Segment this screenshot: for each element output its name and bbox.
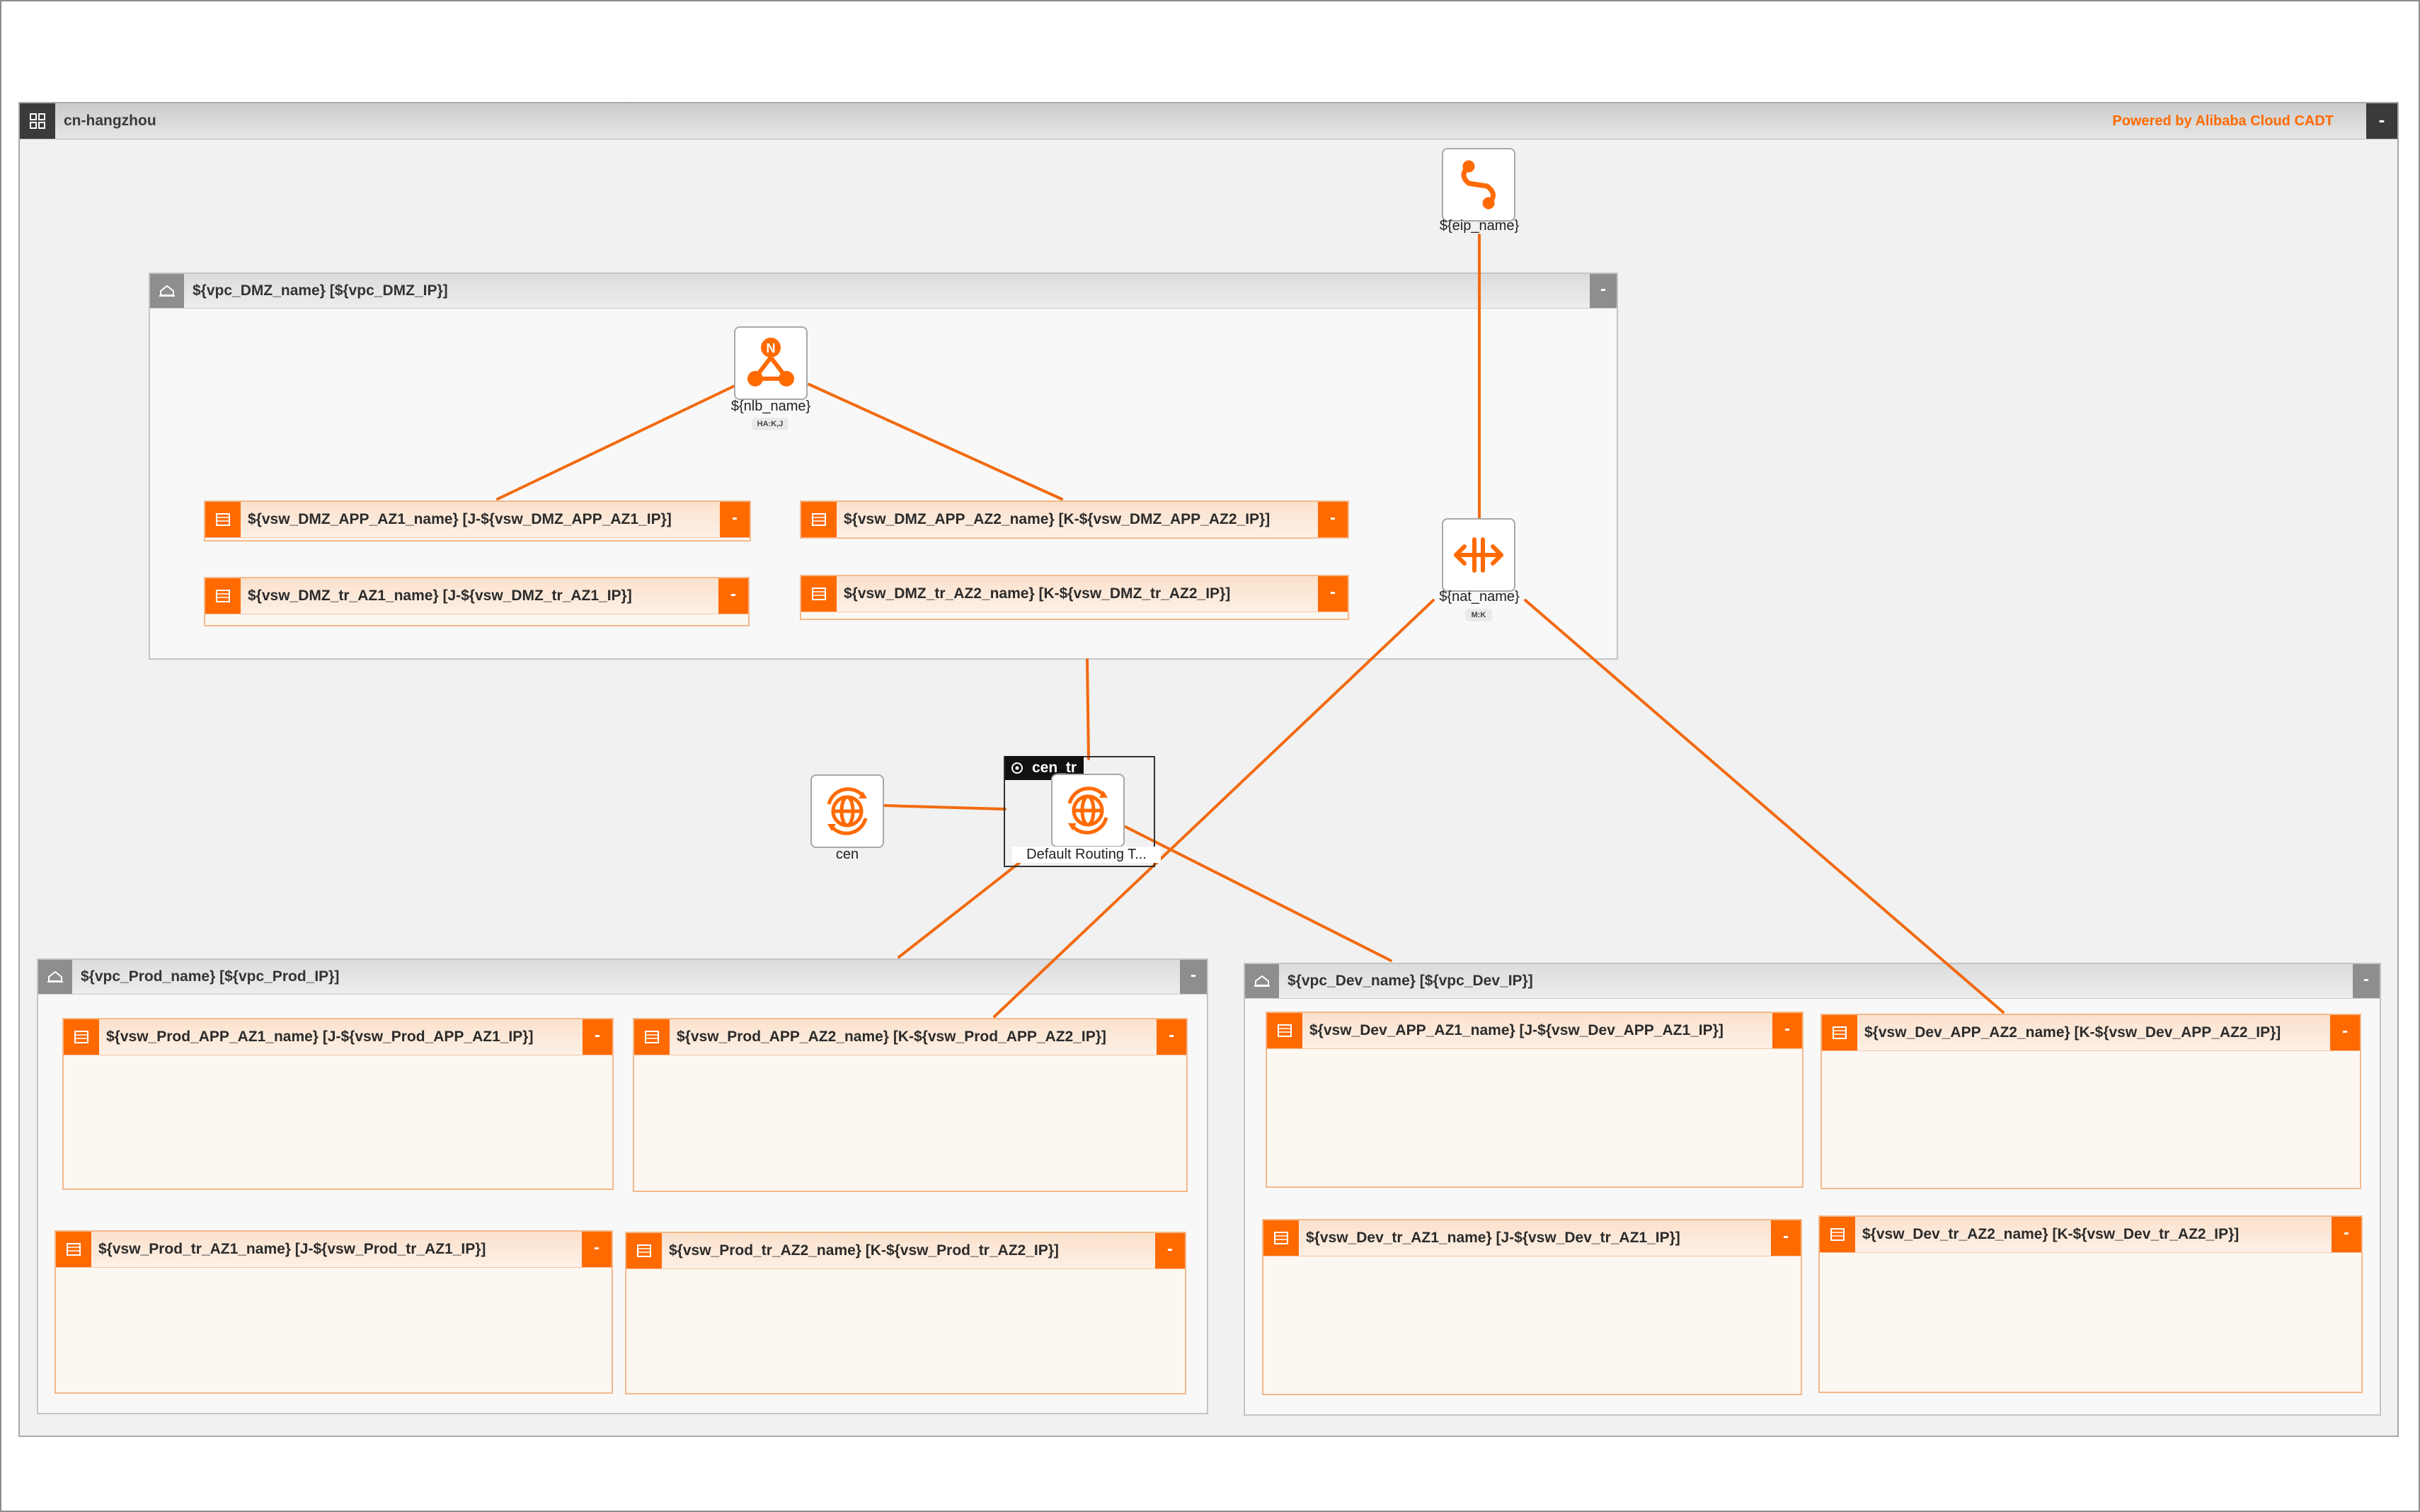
vsw-dmz-tr-az2[interactable]: ${vsw_DMZ_tr_AZ2_name} [K-${vsw_DMZ_tr_A… bbox=[800, 575, 1349, 620]
vsw-header: ${vsw_Dev_tr_AZ1_name} [J-${vsw_Dev_tr_A… bbox=[1263, 1220, 1801, 1256]
transit-router-icon bbox=[1011, 762, 1023, 774]
vsw-title: ${vsw_DMZ_APP_AZ1_name} [J-${vsw_DMZ_APP… bbox=[248, 511, 672, 527]
vsw-collapse-button[interactable]: - bbox=[1318, 502, 1348, 537]
vswitch-icon bbox=[1822, 1015, 1857, 1050]
vsw-header: ${vsw_Dev_tr_AZ2_name} [K-${vsw_Dev_tr_A… bbox=[1820, 1217, 2361, 1253]
vpc-prod-title: ${vpc_Prod_name} [${vpc_Prod_IP}] bbox=[81, 968, 340, 985]
cen-node[interactable] bbox=[810, 774, 884, 848]
vswitch-icon bbox=[205, 578, 241, 614]
vsw-prod-tr-az1[interactable]: ${vsw_Prod_tr_AZ1_name} [J-${vsw_Prod_tr… bbox=[55, 1230, 613, 1394]
vpc-dev-title: ${vpc_Dev_name} [${vpc_Dev_IP}] bbox=[1288, 973, 1533, 989]
vswitch-icon bbox=[634, 1019, 670, 1055]
route-table-node[interactable] bbox=[1051, 774, 1125, 847]
route-table-label: Default Routing T... bbox=[1012, 847, 1161, 863]
vsw-collapse-button[interactable]: - bbox=[2332, 1217, 2361, 1252]
vsw-header: ${vsw_Dev_APP_AZ1_name} [J-${vsw_Dev_APP… bbox=[1267, 1013, 1802, 1049]
vpc-dev-collapse-button[interactable]: - bbox=[2353, 964, 2380, 998]
vsw-header: ${vsw_Prod_APP_AZ2_name} [K-${vsw_Prod_A… bbox=[634, 1019, 1186, 1055]
vswitch-icon bbox=[1263, 1220, 1299, 1256]
cen-tr-title: cen_tr bbox=[1032, 760, 1077, 776]
vsw-collapse-button[interactable]: - bbox=[1155, 1233, 1185, 1268]
region-header: cn-hangzhou Powered by Alibaba Cloud CAD… bbox=[20, 103, 2397, 139]
nat-gateway-icon bbox=[1454, 537, 1503, 573]
vswitch-icon bbox=[626, 1233, 662, 1268]
vpc-dmz-title: ${vpc_DMZ_name} [${vpc_DMZ_IP}] bbox=[193, 282, 448, 299]
vsw-title: ${vsw_Prod_tr_AZ2_name} [K-${vsw_Prod_tr… bbox=[669, 1242, 1059, 1259]
cen-globe-icon bbox=[827, 787, 868, 835]
vswitch-icon bbox=[64, 1019, 99, 1055]
vsw-prod-tr-az2[interactable]: ${vsw_Prod_tr_AZ2_name} [K-${vsw_Prod_tr… bbox=[625, 1232, 1186, 1394]
vsw-header: ${vsw_DMZ_APP_AZ1_name} [J-${vsw_DMZ_APP… bbox=[205, 502, 750, 538]
vsw-title: ${vsw_DMZ_tr_AZ1_name} [J-${vsw_DMZ_tr_A… bbox=[248, 588, 632, 604]
nlb-node[interactable]: N bbox=[734, 326, 808, 400]
vsw-dmz-app-az2[interactable]: ${vsw_DMZ_APP_AZ2_name} [K-${vsw_DMZ_APP… bbox=[800, 500, 1349, 539]
vsw-title: ${vsw_Prod_tr_AZ1_name} [J-${vsw_Prod_tr… bbox=[98, 1241, 486, 1257]
powered-by-label: Powered by Alibaba Cloud CADT bbox=[2112, 113, 2334, 129]
vsw-title: ${vsw_DMZ_tr_AZ2_name} [K-${vsw_DMZ_tr_A… bbox=[844, 585, 1231, 602]
eip-label: ${eip_name} bbox=[1439, 218, 1520, 234]
vpc-dmz-collapse-button[interactable]: - bbox=[1590, 274, 1617, 308]
vsw-dmz-tr-az1[interactable]: ${vsw_DMZ_tr_AZ1_name} [J-${vsw_DMZ_tr_A… bbox=[204, 577, 750, 626]
vsw-dev-tr-az2[interactable]: ${vsw_Dev_tr_AZ2_name} [K-${vsw_Dev_tr_A… bbox=[1818, 1215, 2363, 1393]
vsw-header: ${vsw_DMZ_APP_AZ2_name} [K-${vsw_DMZ_APP… bbox=[801, 502, 1348, 538]
vpc-cloud-icon bbox=[150, 274, 184, 308]
region-grid-icon bbox=[20, 103, 55, 139]
vsw-title: ${vsw_Dev_tr_AZ2_name} [K-${vsw_Dev_tr_A… bbox=[1862, 1226, 2240, 1242]
vsw-collapse-button[interactable]: - bbox=[582, 1232, 612, 1267]
vsw-collapse-button[interactable]: - bbox=[720, 502, 750, 537]
vsw-title: ${vsw_Dev_APP_AZ1_name} [J-${vsw_Dev_APP… bbox=[1309, 1022, 1724, 1038]
vsw-title: ${vsw_Prod_APP_AZ1_name} [J-${vsw_Prod_A… bbox=[106, 1029, 534, 1045]
vsw-dev-app-az2[interactable]: ${vsw_Dev_APP_AZ2_name} [K-${vsw_Dev_APP… bbox=[1820, 1014, 2361, 1189]
vswitch-icon bbox=[801, 502, 837, 537]
vpc-cloud-icon bbox=[38, 960, 72, 994]
vsw-header: ${vsw_DMZ_tr_AZ1_name} [J-${vsw_DMZ_tr_A… bbox=[205, 578, 748, 614]
vpc-prod-collapse-button[interactable]: - bbox=[1180, 960, 1207, 994]
vswitch-icon bbox=[205, 502, 241, 537]
vpc-prod-header: ${vpc_Prod_name} [${vpc_Prod_IP}] - bbox=[38, 960, 1207, 995]
route-table-globe-icon bbox=[1067, 786, 1108, 835]
nlb-label: ${nlb_name} bbox=[730, 399, 811, 414]
nat-label: ${nat_name} bbox=[1439, 589, 1520, 605]
vpc-dmz-header: ${vpc_DMZ_name} [${vpc_DMZ_IP}] - bbox=[150, 274, 1617, 309]
vpc-dev-header: ${vpc_Dev_name} [${vpc_Dev_IP}] - bbox=[1245, 964, 2380, 999]
svg-text:N: N bbox=[767, 341, 776, 355]
cen-label: cen bbox=[835, 847, 859, 862]
vswitch-icon bbox=[1267, 1013, 1302, 1048]
vswitch-icon bbox=[56, 1232, 91, 1267]
eip-node[interactable] bbox=[1442, 148, 1515, 222]
vsw-header: ${vsw_Prod_tr_AZ2_name} [K-${vsw_Prod_tr… bbox=[626, 1233, 1185, 1269]
vsw-title: ${vsw_Dev_tr_AZ1_name} [J-${vsw_Dev_tr_A… bbox=[1306, 1230, 1680, 1246]
vsw-prod-app-az2[interactable]: ${vsw_Prod_APP_AZ2_name} [K-${vsw_Prod_A… bbox=[633, 1018, 1188, 1192]
vsw-header: ${vsw_Prod_APP_AZ1_name} [J-${vsw_Prod_A… bbox=[64, 1019, 612, 1055]
vsw-collapse-button[interactable]: - bbox=[583, 1019, 612, 1055]
vsw-collapse-button[interactable]: - bbox=[1318, 576, 1348, 612]
nat-badge: M:K bbox=[1465, 609, 1492, 622]
eip-icon bbox=[1461, 160, 1496, 210]
vsw-header: ${vsw_Dev_APP_AZ2_name} [K-${vsw_Dev_APP… bbox=[1822, 1015, 2360, 1051]
vsw-title: ${vsw_DMZ_APP_AZ2_name} [K-${vsw_DMZ_APP… bbox=[844, 511, 1271, 527]
vpc-cloud-icon bbox=[1245, 964, 1279, 998]
region-title: cn-hangzhou bbox=[64, 113, 156, 129]
vsw-collapse-button[interactable]: - bbox=[718, 578, 748, 614]
vsw-dev-tr-az1[interactable]: ${vsw_Dev_tr_AZ1_name} [J-${vsw_Dev_tr_A… bbox=[1262, 1219, 1802, 1395]
nlb-icon: N bbox=[747, 338, 794, 386]
nat-node[interactable] bbox=[1442, 518, 1515, 592]
vsw-title: ${vsw_Prod_APP_AZ2_name} [K-${vsw_Prod_A… bbox=[677, 1029, 1106, 1045]
region-collapse-button[interactable]: - bbox=[2366, 103, 2397, 139]
vsw-collapse-button[interactable]: - bbox=[1772, 1013, 1802, 1048]
vsw-collapse-button[interactable]: - bbox=[1157, 1019, 1186, 1055]
vsw-dev-app-az1[interactable]: ${vsw_Dev_APP_AZ1_name} [J-${vsw_Dev_APP… bbox=[1266, 1012, 1803, 1188]
vsw-collapse-button[interactable]: - bbox=[2330, 1015, 2360, 1050]
vsw-header: ${vsw_Prod_tr_AZ1_name} [J-${vsw_Prod_tr… bbox=[56, 1232, 612, 1268]
vsw-title: ${vsw_Dev_APP_AZ2_name} [K-${vsw_Dev_APP… bbox=[1864, 1024, 2281, 1041]
vswitch-icon bbox=[1820, 1217, 1855, 1252]
nlb-badge: HA:K,J bbox=[752, 418, 788, 430]
vswitch-icon bbox=[801, 576, 837, 612]
vsw-collapse-button[interactable]: - bbox=[1771, 1220, 1801, 1256]
vsw-dmz-app-az1[interactable]: ${vsw_DMZ_APP_AZ1_name} [J-${vsw_DMZ_APP… bbox=[204, 500, 751, 542]
vsw-prod-app-az1[interactable]: ${vsw_Prod_APP_AZ1_name} [J-${vsw_Prod_A… bbox=[62, 1018, 614, 1190]
vsw-header: ${vsw_DMZ_tr_AZ2_name} [K-${vsw_DMZ_tr_A… bbox=[801, 576, 1348, 612]
